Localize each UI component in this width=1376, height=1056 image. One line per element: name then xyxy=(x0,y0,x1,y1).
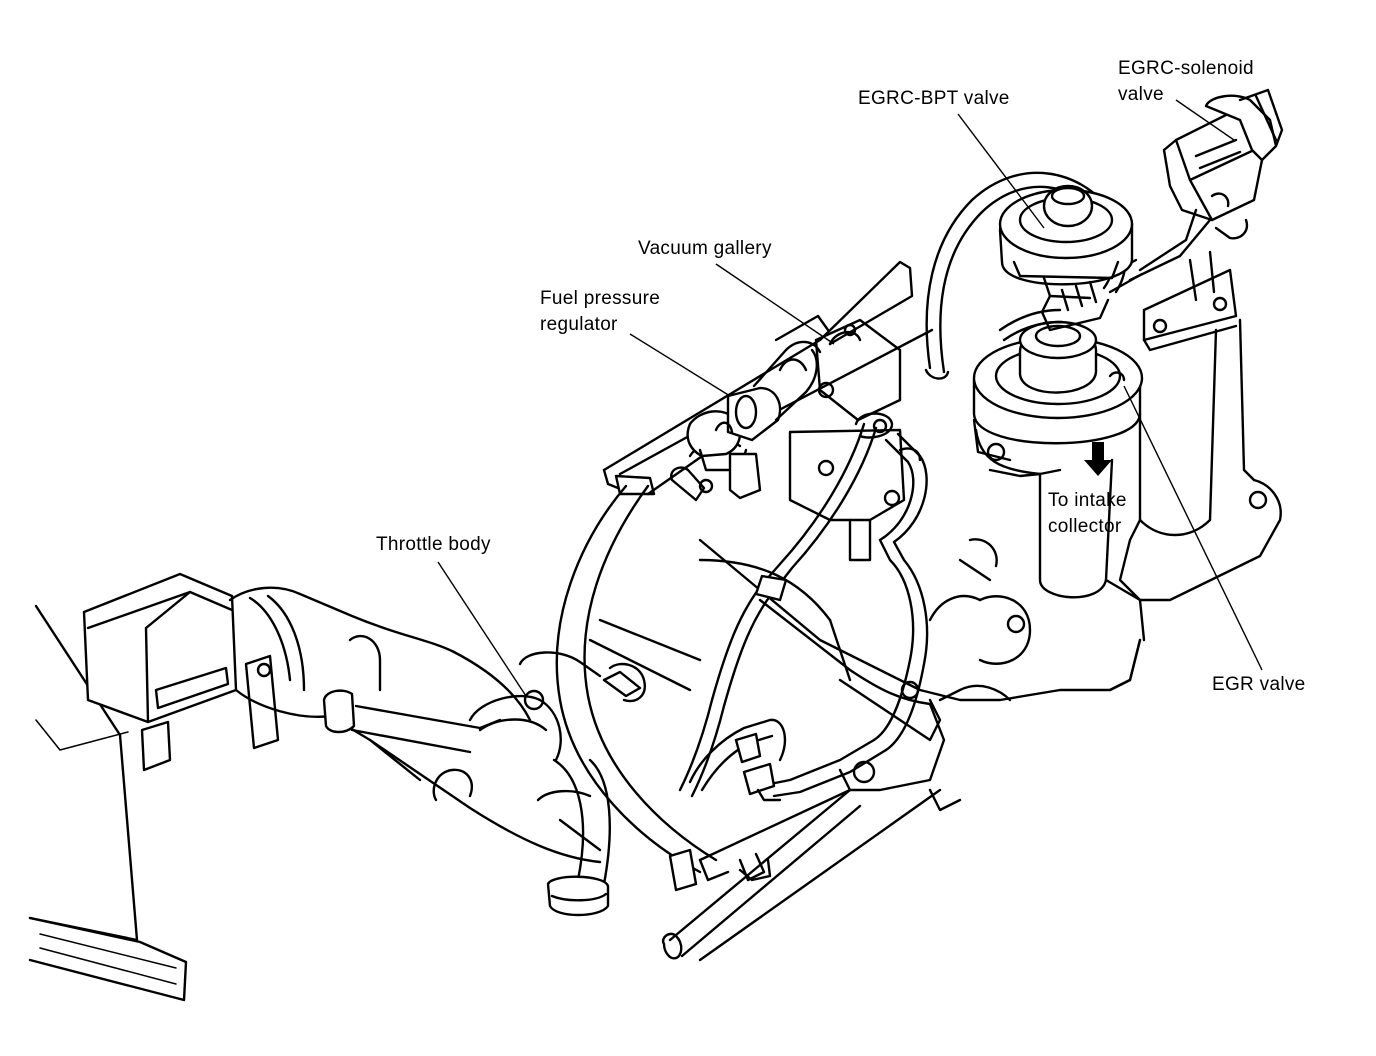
label-throttle-body: Throttle body xyxy=(376,534,491,555)
label-egrc-solenoid-valve-line2: valve xyxy=(1118,84,1164,105)
label-vacuum-gallery: Vacuum gallery xyxy=(638,238,772,259)
leader-egrc-solenoid xyxy=(1175,99,1235,141)
leader-vacuum-gallery xyxy=(715,263,835,345)
egr-valve xyxy=(972,320,1144,478)
leader-egr-valve xyxy=(1123,385,1263,671)
water-hose xyxy=(546,758,611,917)
down-arrow-icon xyxy=(1084,442,1112,476)
air-flow-meter xyxy=(82,572,280,772)
leader-fuel-pressure-regulator xyxy=(629,333,731,397)
vacuum-gallery xyxy=(774,314,922,562)
connector-tubes xyxy=(998,280,1110,342)
label-egrc-solenoid-valve-line1: EGRC-solenoid xyxy=(1118,58,1254,79)
label-to-intake-collector-line1: To intake xyxy=(1048,490,1127,511)
throttle-body xyxy=(468,618,702,852)
leader-throttle-body xyxy=(437,561,527,697)
intake-air-duct xyxy=(228,586,602,864)
label-fuel-pressure-regulator-line1: Fuel pressure xyxy=(540,288,661,309)
leader-egrc-bpt xyxy=(957,113,1045,229)
air-cleaner-housing xyxy=(28,604,188,1002)
label-egrc-bpt-valve: EGRC-BPT valve xyxy=(858,88,1010,109)
small-brackets xyxy=(602,670,772,892)
label-egrc-solenoid-valve: EGRC-solenoid valve xyxy=(1118,56,1254,108)
leader-lines xyxy=(437,99,1263,697)
vacuum-hose-main xyxy=(555,428,766,882)
intake-manifold xyxy=(602,260,1142,862)
fuel-pressure-regulator xyxy=(670,340,822,502)
label-to-intake-collector-line2: collector xyxy=(1048,516,1122,537)
fuel-rail xyxy=(661,788,962,962)
egr-vacuum-tubes xyxy=(678,422,929,802)
label-fuel-pressure-regulator: Fuel pressure regulator xyxy=(540,286,660,338)
egrc-solenoid-valve xyxy=(1128,88,1284,352)
egr-tube xyxy=(1038,318,1282,692)
label-to-intake-collector: To intake collector xyxy=(1048,488,1127,540)
label-egr-valve: EGR valve xyxy=(1212,674,1306,695)
label-fuel-pressure-regulator-line2: regulator xyxy=(540,314,618,335)
egrc-bpt-valve xyxy=(998,184,1134,300)
